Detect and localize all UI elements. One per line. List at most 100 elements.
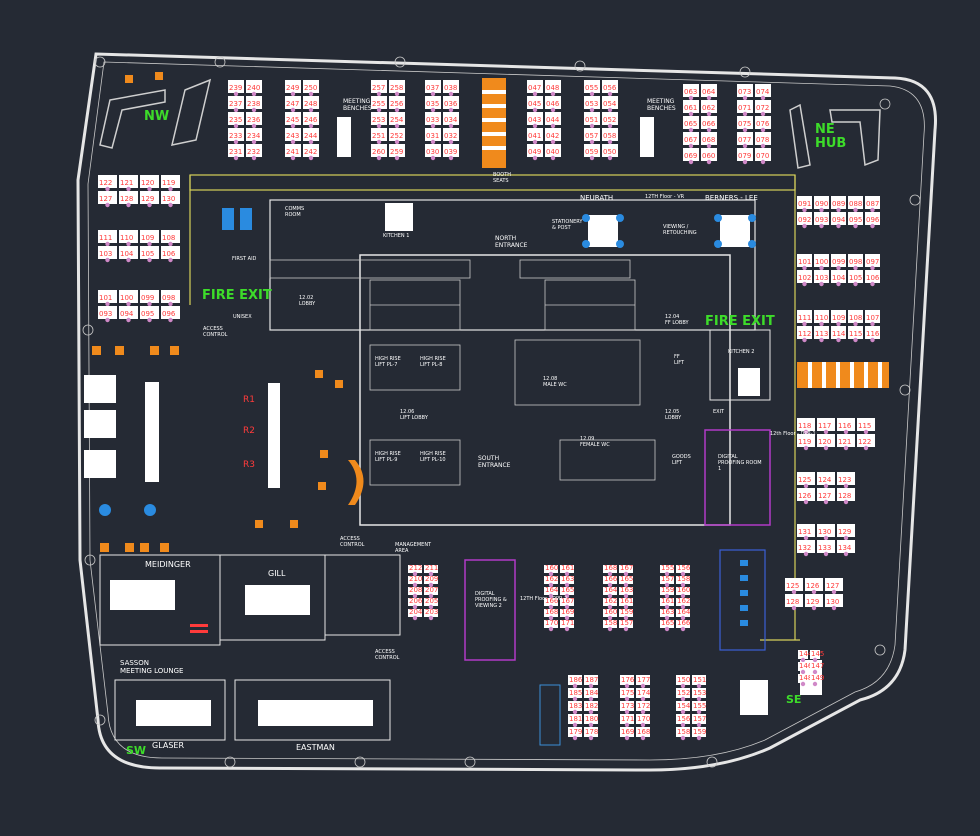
desk-number: 088 (849, 200, 862, 208)
desk-chair (548, 626, 554, 632)
desk-chair (760, 127, 766, 133)
desk-number: 058 (603, 132, 616, 140)
desk-number: 179 (569, 728, 582, 736)
room-label-line: SOUTH (478, 455, 499, 462)
room-label-line: 1 (718, 466, 721, 472)
desk-number: 121 (120, 179, 133, 187)
desk-chair (607, 593, 613, 599)
room-label-line: VIEWING 2 (475, 603, 502, 609)
desk-number: 114 (832, 330, 846, 338)
desk-number: 159 (693, 728, 706, 736)
room-label-line: ACCESS (203, 326, 223, 332)
desk-chair (564, 582, 570, 588)
desk-chair (607, 123, 613, 129)
desk-chair (105, 186, 110, 192)
desk (228, 128, 244, 141)
room-label-line: GILL (268, 569, 286, 578)
room-label-line: KITCHEN 2 (728, 349, 754, 355)
desk-chair (870, 223, 875, 229)
desk-number: 204 (409, 608, 423, 616)
desk-number: 144 (799, 650, 813, 658)
desk-number: 101 (99, 294, 112, 302)
desk (371, 80, 387, 93)
desk (603, 609, 617, 617)
room-label-line: MEETING LOUNGE (120, 667, 183, 675)
desk-number: 100 (120, 294, 133, 302)
zone-label-ne-line1: NE (815, 122, 835, 137)
desk-number: 166 (677, 619, 691, 627)
desk (584, 675, 598, 685)
desk (683, 116, 699, 129)
desk-chair (680, 582, 686, 588)
desk (814, 196, 829, 209)
desk (797, 254, 812, 267)
desk (636, 675, 650, 685)
desk-chair (843, 551, 849, 557)
room-label-line: 12th Floor - DPR-1 (770, 431, 816, 437)
desk (389, 112, 405, 125)
desk (161, 246, 180, 259)
desk (619, 609, 633, 617)
desk-chair (394, 139, 400, 145)
desk-chair (168, 186, 173, 192)
desk-number: 163 (661, 608, 674, 616)
desk (817, 488, 835, 501)
desk-chair (607, 91, 613, 97)
core-walls (99, 174, 800, 746)
desk-chair (589, 123, 595, 129)
desk-number: 156 (677, 564, 691, 572)
desk-chair (823, 535, 829, 541)
desk-chair (819, 321, 824, 327)
desk-number: 116 (866, 330, 880, 338)
desk-number: 187 (585, 676, 598, 684)
desk (584, 714, 598, 724)
desk (825, 578, 843, 591)
desk-chair (640, 722, 646, 728)
desk (544, 576, 558, 584)
desk-chair (550, 123, 556, 129)
desk-number: 125 (786, 582, 799, 590)
desk (619, 598, 633, 606)
desk-chair (870, 207, 875, 213)
desk-chair (376, 123, 382, 129)
desk (797, 326, 812, 339)
desk (408, 576, 422, 584)
desk-chair (607, 626, 613, 632)
desk-number: 162 (604, 597, 617, 605)
desk-chair (664, 593, 670, 599)
desk-number: 165 (561, 586, 574, 594)
desk-number: 158 (604, 619, 617, 627)
desk (603, 576, 617, 584)
desk-number: 208 (409, 586, 422, 594)
desk-chair (623, 571, 629, 577)
desk-number: 165 (661, 619, 674, 627)
desk-number: 035 (426, 100, 439, 108)
desk-chair (412, 593, 418, 599)
room-label-line: CONTROL (340, 542, 365, 548)
desk-number: 032 (444, 132, 457, 140)
desk-number: 156 (677, 715, 691, 723)
desk-number: 185 (569, 689, 582, 697)
desk (560, 620, 574, 628)
desk (544, 587, 558, 595)
desk-chair (147, 301, 152, 307)
room-label-line: AREA (395, 548, 409, 554)
desk-number: 150 (677, 676, 690, 684)
desk-number: 240 (247, 84, 260, 92)
desk-chair (572, 696, 578, 702)
desk-number: 241 (286, 148, 299, 156)
desk-chair (147, 257, 152, 263)
room-label-stationery: STATIONERY& POST (552, 219, 583, 231)
desk-chair (791, 589, 797, 595)
desk-number: 099 (832, 258, 845, 266)
room-label-line: CONTROL (203, 332, 228, 338)
desk (408, 587, 422, 595)
desk (527, 128, 543, 141)
desk-number: 162 (545, 575, 558, 583)
desk-chair (870, 281, 875, 287)
desk-chair (791, 605, 797, 611)
desk-chair (640, 696, 646, 702)
